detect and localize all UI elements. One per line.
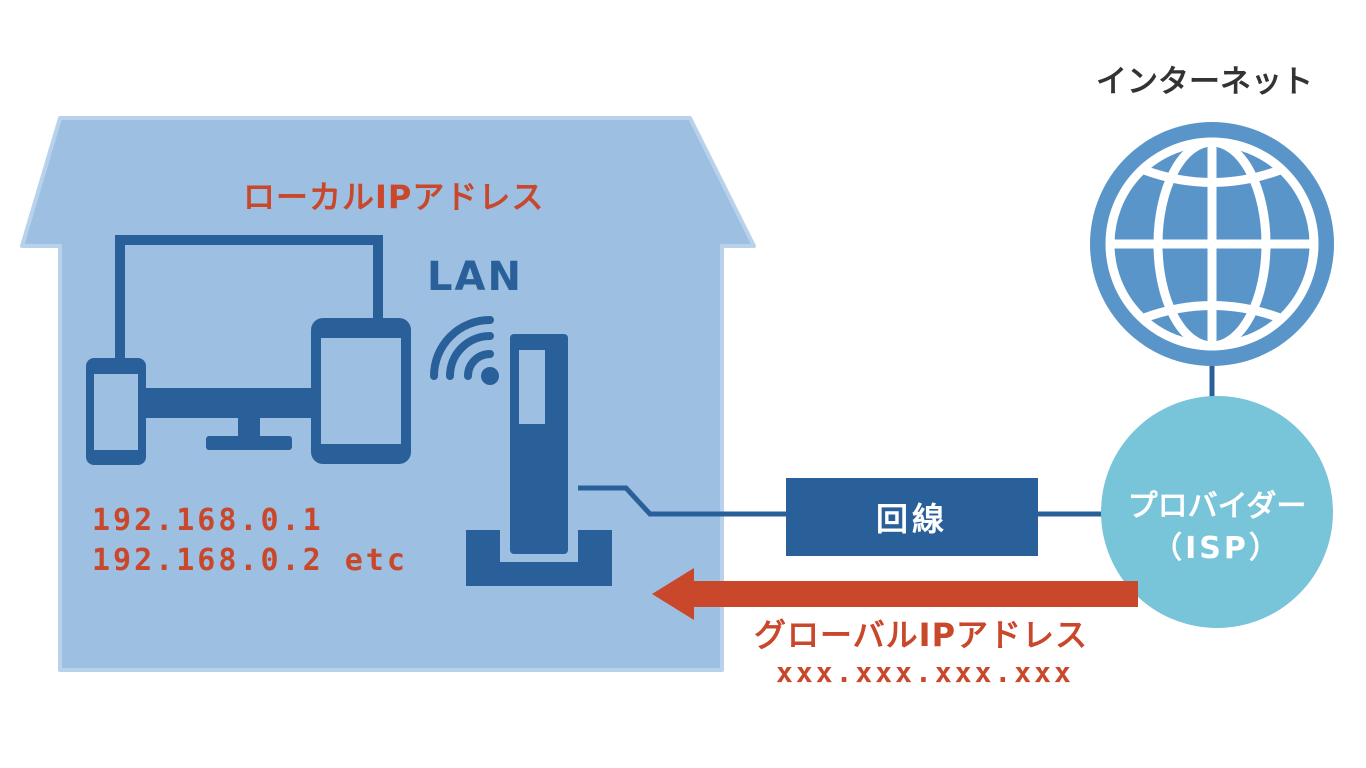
router-icon bbox=[466, 334, 612, 586]
isp-name-label: プロバイダー bbox=[1127, 489, 1307, 524]
isp-circle bbox=[1101, 396, 1333, 628]
internet-label: インターネット bbox=[1096, 64, 1313, 100]
local-ip-title: ローカルIPアドレス bbox=[243, 178, 545, 216]
local-ip-example: 192.168.0.2 etc bbox=[92, 543, 408, 578]
router-cable bbox=[578, 485, 786, 517]
local-ip-example: 192.168.0.1 bbox=[92, 503, 324, 538]
global-ip-title: グローバルIPアドレス bbox=[754, 616, 1089, 654]
tablet-icon bbox=[311, 318, 411, 464]
smartphone-icon bbox=[86, 358, 146, 465]
isp-abbr-label: （ISP） bbox=[1152, 531, 1282, 566]
line-box bbox=[786, 478, 1038, 556]
globe-icon bbox=[1090, 122, 1334, 366]
wifi-icon bbox=[430, 316, 499, 385]
line-label: 回線 bbox=[875, 500, 948, 538]
global-ip-arrow bbox=[652, 568, 1138, 620]
lan-label: LAN bbox=[427, 254, 523, 300]
global-ip-value: xxx.xxx.xxx.xxx bbox=[776, 656, 1074, 689]
